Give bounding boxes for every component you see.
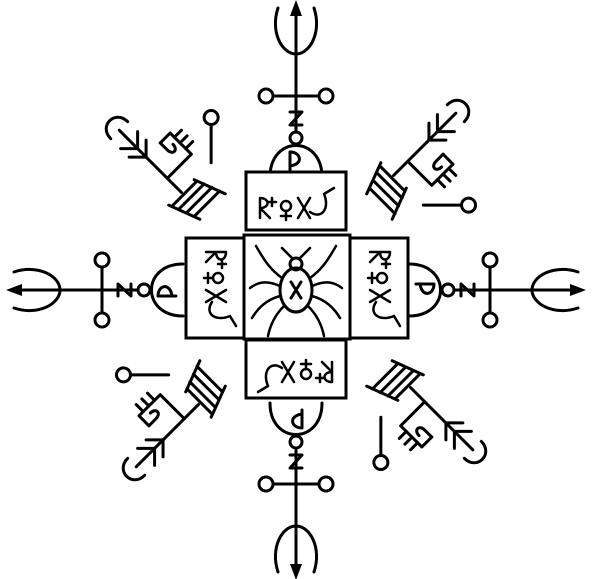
diag-arm-se xyxy=(329,350,497,519)
runes-top xyxy=(258,186,336,222)
runes-left xyxy=(202,250,238,328)
arm-west xyxy=(4,251,185,329)
arm-east xyxy=(407,251,588,329)
runes-right xyxy=(366,250,402,328)
arm-south xyxy=(257,401,335,579)
diag-arm-sw xyxy=(67,323,236,491)
diag-arm-ne xyxy=(356,89,525,257)
diag-arm-nw xyxy=(95,61,263,230)
arm-north xyxy=(257,0,335,179)
runes-bottom xyxy=(256,358,334,394)
rune-box-top xyxy=(244,170,348,232)
spider-icon xyxy=(248,244,344,338)
